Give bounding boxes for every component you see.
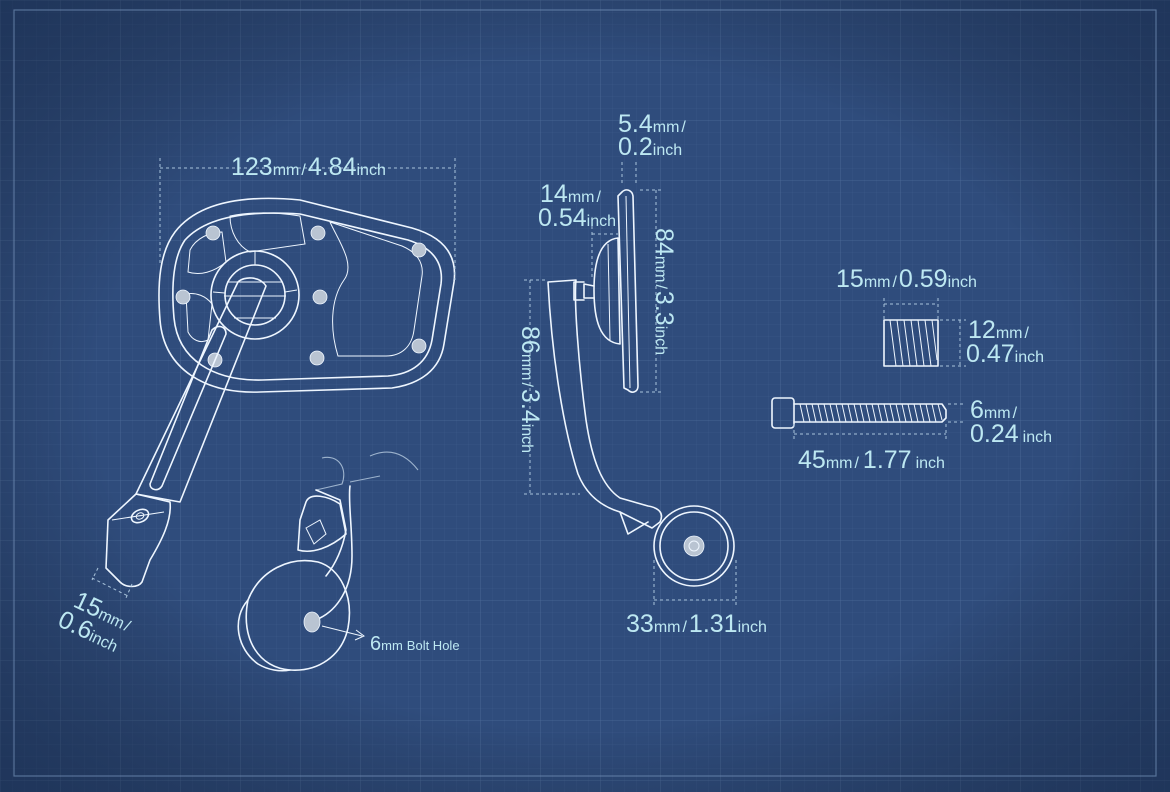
svg-text:84mm/3.3inch: 84mm/3.3inch xyxy=(650,228,678,355)
bolt-diameter-mm-label: 6mm/ xyxy=(970,396,1018,424)
arm-width-mm-label: 15mm/ xyxy=(69,586,137,637)
bolt-part xyxy=(771,397,966,440)
spacer-diameter-mm-label: 12mm/ xyxy=(968,316,1029,344)
svg-text:14mm/: 14mm/ xyxy=(540,180,601,208)
front-view-mirror xyxy=(105,197,456,588)
spacer-part xyxy=(883,298,966,367)
dim-mirror-width: 123mm/4.84inch xyxy=(159,153,456,280)
svg-text:0.54inch: 0.54inch xyxy=(538,204,616,232)
spacer-diameter-inch-label: 0.47inch xyxy=(966,340,1044,368)
dim-mirror-thickness: 5.4mm/ 0.2inch xyxy=(618,110,686,186)
svg-text:5.4mm/: 5.4mm/ xyxy=(618,110,686,138)
dim-mirror-height: 84mm/3.3inch xyxy=(640,189,678,393)
dim-arm-height: 86mm/3.4inch xyxy=(516,279,580,495)
svg-text:86mm/3.4inch: 86mm/3.4inch xyxy=(516,326,544,453)
svg-text:123mm/4.84inch: 123mm/4.84inch xyxy=(231,153,386,181)
side-view-mirror xyxy=(547,189,735,587)
frame-border xyxy=(13,9,1157,777)
svg-text:33mm/1.31inch: 33mm/1.31inch xyxy=(626,610,767,638)
svg-text:0.2inch: 0.2inch xyxy=(618,133,682,161)
spacer-length-label: 15mm/0.59inch xyxy=(836,265,977,293)
dim-clamp-width: 33mm/1.31inch xyxy=(626,560,767,638)
dim-mount-depth: 14mm/ 0.54inch xyxy=(538,180,618,280)
